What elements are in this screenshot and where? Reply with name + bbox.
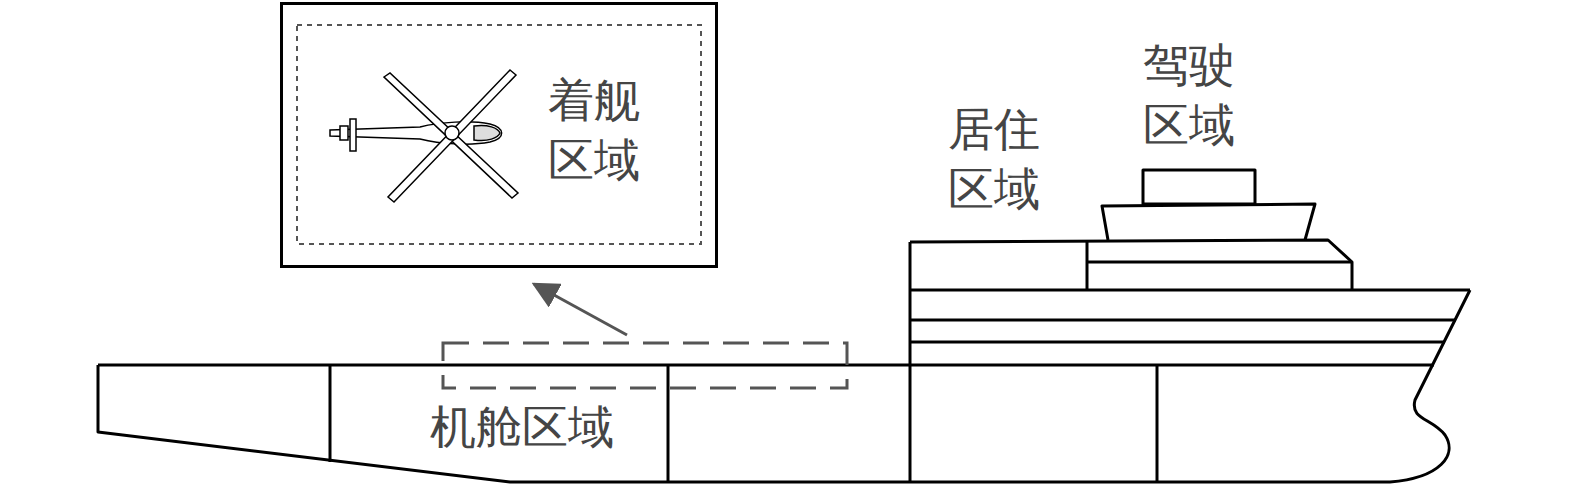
wheelhouse — [1102, 204, 1315, 240]
region-label: 机舱区域 — [430, 398, 640, 458]
leader-arrow — [534, 284, 627, 335]
superstructure — [910, 240, 1352, 290]
region-label: 驾驶区域 — [1143, 36, 1239, 156]
inset-dashed-frame — [297, 25, 701, 244]
region-label: 着舰区域 — [548, 71, 644, 191]
bridge-top — [1143, 170, 1255, 204]
region-label: 居住区域 — [948, 100, 1044, 220]
deck-landing-marker — [443, 343, 847, 388]
helicopter — [330, 70, 518, 202]
hull-outline — [98, 290, 1470, 482]
inset-box: 着舰区域 — [280, 2, 718, 268]
